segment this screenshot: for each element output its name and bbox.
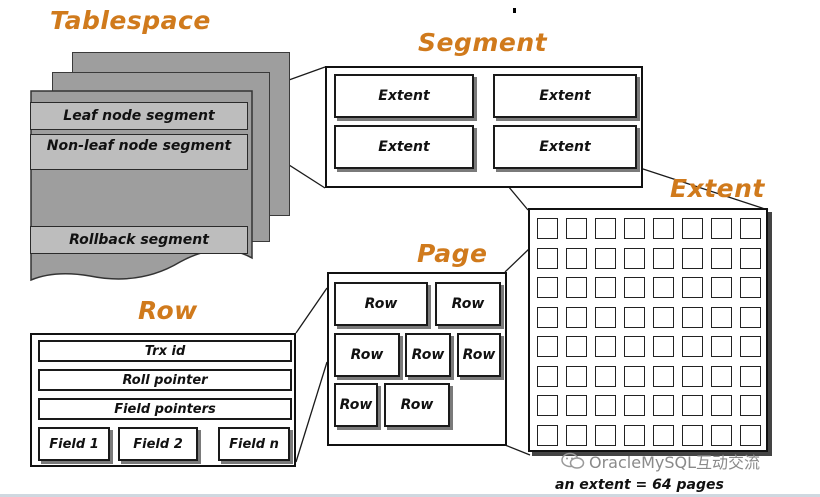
extent-page-cell [711, 395, 732, 416]
extent-page-cell [653, 365, 674, 387]
extent-page-cell [653, 336, 674, 357]
extent-page-cell [537, 365, 558, 387]
extent-page-cell [624, 218, 645, 239]
row-column-field-n: Field n [218, 427, 290, 461]
extent-page-cell [566, 218, 587, 239]
page-row-2: Row [435, 282, 501, 326]
extent-page-cell [624, 306, 645, 328]
leaf-node-segment: Leaf node segment [30, 102, 248, 130]
extent-page-cell [653, 424, 674, 446]
row-column-field-2: Field 2 [118, 427, 198, 461]
extent-page-cell [537, 218, 558, 239]
extent-page-cell [595, 336, 616, 357]
extent-page-cell [595, 365, 616, 387]
extent-page-cell [682, 277, 703, 298]
extent-page-cell [566, 424, 587, 446]
page-row-3: Row [334, 333, 400, 377]
extent-page-cell [711, 365, 732, 387]
extent-page-cell [711, 247, 732, 269]
non-leaf-node-segment: Non-leaf node segment [30, 134, 248, 170]
extent-page-cell [537, 247, 558, 269]
extent-page-cell [653, 306, 674, 328]
row-field-roll-pointer: Roll pointer [38, 369, 292, 391]
extent-page-cell [595, 277, 616, 298]
extent-page-cell [740, 336, 761, 357]
extent-page-cell [682, 395, 703, 416]
extent-page-cell [537, 336, 558, 357]
extent-page-cell [740, 365, 761, 387]
row-column-field-1: Field 1 [38, 427, 110, 461]
extent-page-cell [624, 424, 645, 446]
extent-page-cell [595, 395, 616, 416]
stray-dot [513, 8, 516, 13]
row-field-trx-id: Trx id [38, 340, 292, 362]
extent-page-cell [624, 247, 645, 269]
extent-page-cell [624, 336, 645, 357]
extent-page-cell [653, 218, 674, 239]
extent-page-cell [740, 306, 761, 328]
extent-page-cell [740, 277, 761, 298]
extent-page-cell [653, 247, 674, 269]
extent-page-cell [595, 424, 616, 446]
extent-page-cell [740, 218, 761, 239]
segment-extent-1: Extent [334, 74, 474, 118]
rollback-segment: Rollback segment [30, 226, 248, 254]
extent-page-cell [566, 336, 587, 357]
extent-page-cell [566, 247, 587, 269]
page-row-7: Row [384, 383, 450, 427]
page-row-5: Row [457, 333, 501, 377]
extent-page-cell [537, 277, 558, 298]
row-heading: Row [138, 296, 198, 325]
watermark: OracleMySQL互动交流 [561, 449, 760, 473]
extent-page-cell [682, 336, 703, 357]
extent-page-cell [653, 277, 674, 298]
page-row-1: Row [334, 282, 428, 326]
wechat-icon [561, 452, 585, 469]
extent-page-cell [682, 365, 703, 387]
extent-page-cell [711, 306, 732, 328]
extent-heading: Extent [670, 174, 765, 203]
tablespace-heading: Tablespace [50, 6, 211, 35]
extent-grid [528, 208, 768, 452]
extent-page-cell [537, 395, 558, 416]
extent-page-cell [537, 424, 558, 446]
extent-page-cell [537, 306, 558, 328]
page-heading: Page [417, 239, 488, 268]
extent-page-cell [740, 395, 761, 416]
extent-page-cell [711, 277, 732, 298]
extent-page-cell [595, 247, 616, 269]
extent-page-cell [682, 218, 703, 239]
page-row-4: Row [405, 333, 451, 377]
extent-page-cell [682, 247, 703, 269]
segment-heading: Segment [418, 28, 548, 57]
extent-page-cell [711, 424, 732, 446]
extent-page-cell [566, 277, 587, 298]
extent-page-cell [624, 395, 645, 416]
extent-page-cell [624, 365, 645, 387]
page-row-6: Row [334, 383, 378, 427]
extent-page-cell [711, 336, 732, 357]
extent-page-cell [624, 277, 645, 298]
extent-page-cell [740, 247, 761, 269]
row-field-field-pointers: Field pointers [38, 398, 292, 420]
segment-extent-3: Extent [334, 125, 474, 169]
extent-page-cell [682, 306, 703, 328]
bottom-border [0, 494, 820, 497]
extent-page-cell [566, 365, 587, 387]
extent-page-cell [740, 424, 761, 446]
extent-page-cell [682, 424, 703, 446]
extent-page-cell [653, 395, 674, 416]
extent-page-cell [566, 395, 587, 416]
extent-page-cell [566, 306, 587, 328]
extent-page-cell [595, 306, 616, 328]
extent-page-cell [711, 218, 732, 239]
extent-caption: an extent = 64 pages [555, 477, 724, 493]
extent-page-cell [595, 218, 616, 239]
segment-extent-2: Extent [493, 74, 637, 118]
segment-extent-4: Extent [493, 125, 637, 169]
watermark-text: OracleMySQL互动交流 [589, 453, 761, 472]
